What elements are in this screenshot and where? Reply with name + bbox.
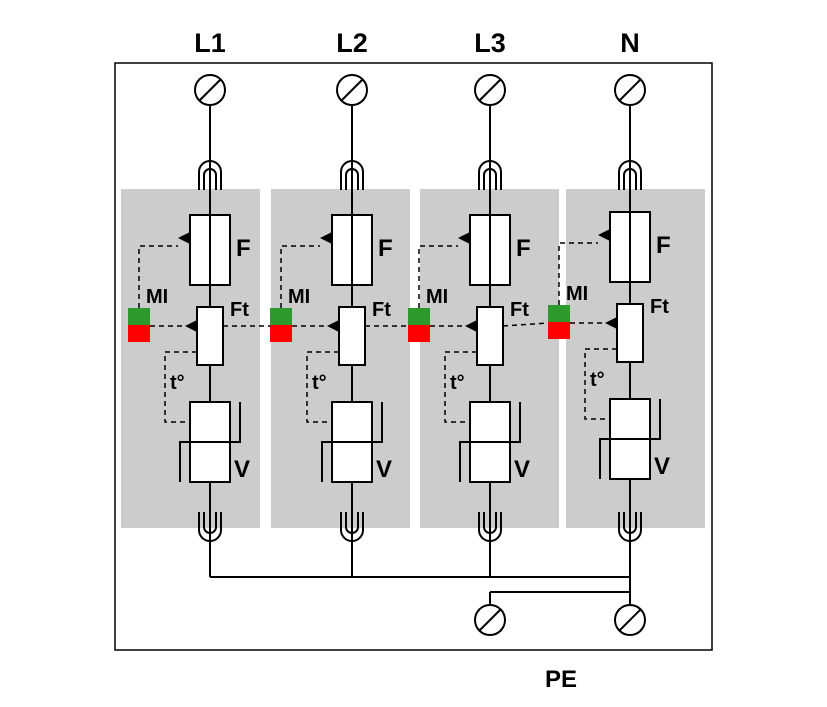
indicator-label: MI	[288, 286, 310, 308]
plug-connector-top	[478, 160, 502, 190]
fuse-label: F	[516, 235, 531, 262]
indicator-fault	[408, 325, 430, 342]
thermal-fuse	[616, 303, 644, 363]
thermal-fuse	[338, 306, 366, 366]
varistor-label: V	[514, 456, 530, 483]
thermo-label: t°	[312, 372, 327, 394]
thermo-label: t°	[590, 369, 605, 391]
thermal-fuse-label: Ft	[230, 299, 249, 321]
varistor-label: V	[654, 453, 670, 480]
phase-label: N	[620, 28, 640, 58]
fuse-label: F	[378, 235, 393, 262]
plug-connector-bottom	[478, 512, 502, 542]
indicator-fault	[128, 325, 150, 342]
indicator-label: MI	[566, 283, 588, 305]
plug-connector-top	[340, 160, 364, 190]
indicator-ok	[128, 308, 150, 325]
thermal-fuse	[196, 306, 224, 366]
phase-1-circuit: L1F FtV MI t°	[128, 28, 270, 577]
pe-label: PE	[545, 666, 577, 693]
plug-connector-bottom	[340, 512, 364, 542]
fuse-label: F	[656, 232, 671, 259]
thermal-fuse	[476, 306, 504, 366]
thermal-fuse-label: Ft	[510, 299, 529, 321]
phase-label: L1	[194, 28, 226, 58]
phase-4-circuit: N F FtV MI t°	[548, 28, 671, 577]
plug-connector-bottom	[618, 512, 642, 542]
pe-terminal-1	[474, 604, 506, 636]
varistor-label: V	[376, 456, 392, 483]
fuse-label: F	[236, 235, 251, 262]
pe-terminal-2	[614, 604, 646, 636]
pe-bus	[210, 576, 631, 604]
indicator-label: MI	[146, 286, 168, 308]
plug-connector-top	[198, 160, 222, 190]
indicator-ok	[408, 308, 430, 325]
thermo-label: t°	[450, 372, 465, 394]
phase-label: L3	[474, 28, 506, 58]
indicator-fault	[548, 322, 570, 339]
thermal-fuse-label: Ft	[650, 296, 669, 318]
phase-label: L2	[336, 28, 368, 58]
thermal-fuse-label: Ft	[372, 299, 391, 321]
phase-2-circuit: L2F FtV MI t°	[270, 28, 408, 577]
plug-connector-top	[618, 160, 642, 190]
indicator-ok	[548, 305, 570, 322]
indicator-fault	[270, 325, 292, 342]
indicator-label: MI	[426, 286, 448, 308]
plug-connector-bottom	[198, 512, 222, 542]
varistor-label: V	[234, 456, 250, 483]
thermo-label: t°	[170, 372, 185, 394]
phase-3-circuit: L3F FtV MI t°	[408, 28, 549, 577]
indicator-ok	[270, 308, 292, 325]
